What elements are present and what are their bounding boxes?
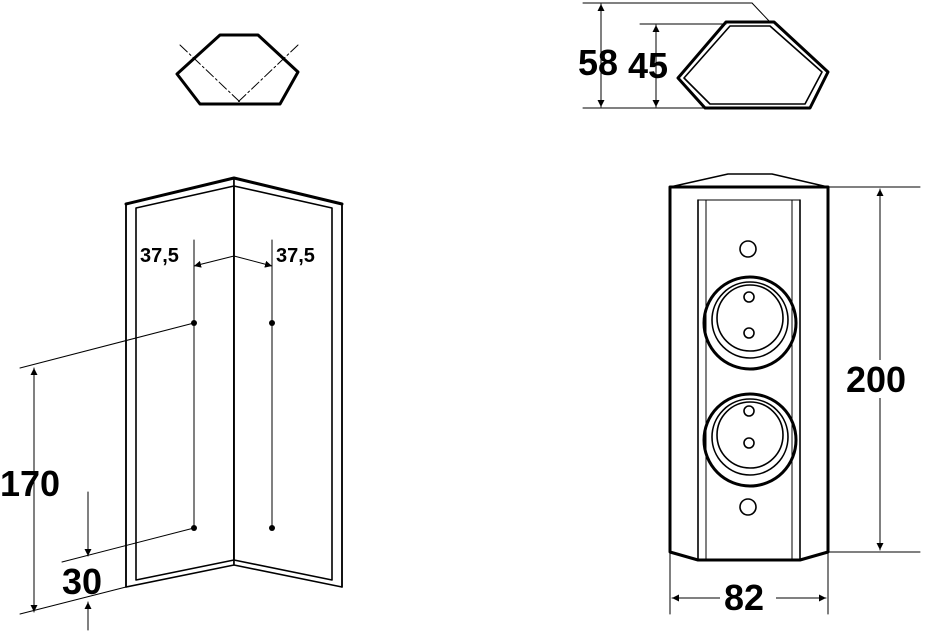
height-label: 200 bbox=[846, 359, 906, 400]
screw-hole-top bbox=[739, 240, 757, 258]
hole-spacing-label: 170 bbox=[0, 463, 60, 504]
socket-outlet-lower bbox=[702, 392, 798, 488]
template-corner-view bbox=[19, 176, 344, 631]
depth-inner-label: 45 bbox=[628, 45, 668, 86]
depth-outer-label: 58 bbox=[578, 42, 618, 83]
width-label-bg bbox=[720, 580, 776, 616]
offset-left-label: 37,5 bbox=[140, 245, 179, 267]
height-label-bg bbox=[845, 360, 921, 398]
socket-front-view bbox=[668, 173, 921, 615]
width-label: 82 bbox=[724, 577, 764, 618]
hole-upper-right bbox=[269, 320, 275, 326]
template-top-view bbox=[175, 33, 300, 106]
socket-outlet-upper bbox=[702, 275, 798, 371]
screw-hole-bottom bbox=[739, 498, 757, 516]
hole-lower-right bbox=[269, 525, 275, 531]
offset-right-label: 37,5 bbox=[276, 245, 315, 267]
socket-top-view bbox=[582, 2, 830, 110]
hole-bottom-label: 30 bbox=[62, 561, 102, 602]
